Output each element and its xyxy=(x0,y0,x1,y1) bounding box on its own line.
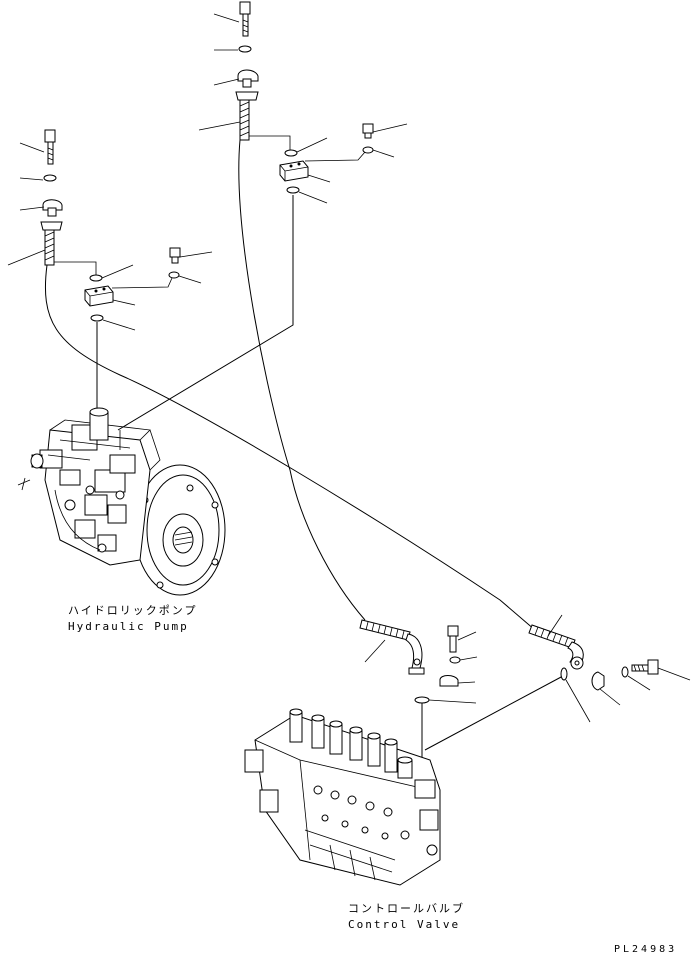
washer-icon xyxy=(621,666,629,678)
clamp-icon xyxy=(439,675,459,687)
o-ring-icon xyxy=(284,149,298,157)
control-valve-drawing xyxy=(244,708,441,886)
hose-icon xyxy=(235,91,259,141)
bolt-icon xyxy=(44,129,56,165)
drawing-code: PL24983 xyxy=(614,944,678,955)
upper-left-stack xyxy=(7,129,213,331)
clamp-icon xyxy=(237,69,259,88)
upper-center-stack xyxy=(198,1,408,204)
bolt-icon xyxy=(631,659,659,675)
washer-icon xyxy=(43,174,57,182)
valve-hose-ends xyxy=(359,614,691,723)
valve-label-jp: コントロールバルブ xyxy=(348,902,465,915)
o-ring-icon xyxy=(89,274,103,282)
clamp-icon xyxy=(591,671,605,691)
washer-icon xyxy=(449,656,461,664)
bolt-icon xyxy=(239,1,251,37)
o-ring-icon xyxy=(414,696,430,704)
hose-routes xyxy=(44,139,564,760)
hose-icon xyxy=(40,221,63,266)
hydraulic-pump-drawing xyxy=(17,407,226,596)
bolt-icon xyxy=(447,625,459,653)
plug-icon xyxy=(169,247,181,264)
pump-label-en: Hydraulic Pump xyxy=(68,620,189,633)
hose-icon xyxy=(359,619,425,675)
flange-block-icon xyxy=(84,285,114,307)
plug-icon xyxy=(362,123,374,139)
washer-icon xyxy=(238,45,252,53)
o-ring-icon xyxy=(560,667,568,681)
valve-label-en: Control Valve xyxy=(348,918,461,931)
clamp-icon xyxy=(42,199,63,217)
hose-icon xyxy=(528,624,584,670)
flange-block-icon xyxy=(279,160,309,182)
pump-label-jp: ハイドロリックポンプ xyxy=(68,604,198,617)
